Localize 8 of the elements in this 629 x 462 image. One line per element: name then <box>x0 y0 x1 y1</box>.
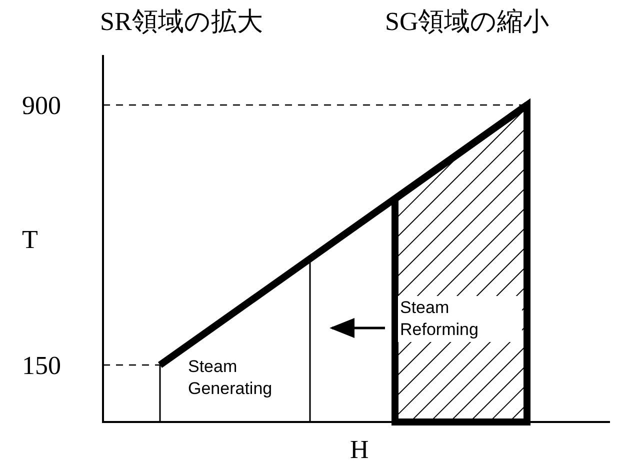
heading: SR領域の拡大 <box>100 8 263 37</box>
axis-label: T <box>22 226 38 255</box>
region-label: Steam Generating <box>188 356 274 400</box>
heading: SG領域の縮小 <box>385 8 550 37</box>
axis-label: H <box>350 436 369 462</box>
tick-label: 900 <box>22 92 61 121</box>
region-label: Steam Reforming <box>398 296 522 342</box>
tick-label: 150 <box>22 352 61 381</box>
